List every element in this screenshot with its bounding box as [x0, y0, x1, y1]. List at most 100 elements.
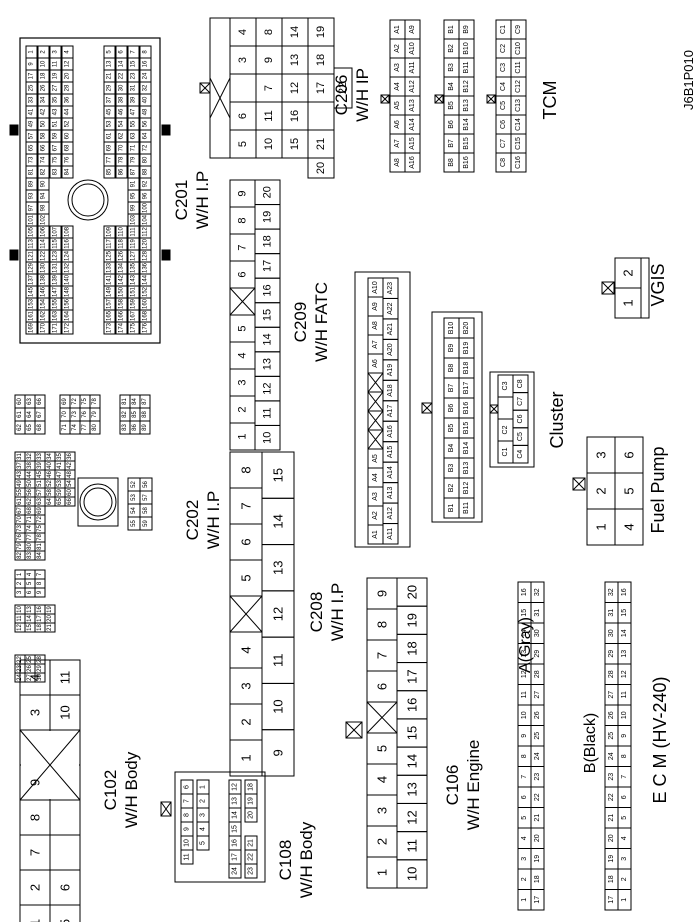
- pin-number: 81: [37, 543, 43, 550]
- pin-number: 3: [200, 813, 207, 817]
- c108-housing: [174, 771, 266, 883]
- pin-number: 16: [405, 698, 420, 712]
- pin-number: 81: [122, 398, 128, 405]
- pin-number: A6: [372, 359, 379, 368]
- pin-number: 13: [289, 54, 301, 66]
- mounting-tab: [161, 249, 171, 261]
- pin-number: 14: [232, 811, 239, 819]
- pin-number: 5: [622, 487, 637, 494]
- pin-number: A15: [387, 446, 394, 459]
- pin-number: 4: [28, 674, 43, 681]
- pin-number: A12: [387, 507, 394, 520]
- pin-number: 6: [27, 590, 33, 594]
- pin-number: 9: [184, 827, 191, 831]
- pin-number: C4: [500, 82, 507, 91]
- pin-number: 17: [534, 896, 541, 904]
- pin-number: 104: [143, 214, 149, 225]
- pin-number: 7: [621, 775, 628, 779]
- pin-number: 16: [37, 606, 43, 613]
- pin-number: 20: [65, 72, 71, 79]
- pin-number: 83: [53, 168, 59, 175]
- pin-number: 39: [131, 96, 137, 103]
- pin-number: 24: [17, 674, 23, 681]
- pin-number: B11: [463, 502, 470, 514]
- pin-number: 3: [521, 857, 528, 861]
- pin-number: 163: [53, 310, 59, 321]
- pin-number: 14: [27, 615, 33, 622]
- pin-number: 92: [143, 180, 149, 187]
- pin-number: 98: [41, 204, 47, 211]
- pin-number: 120: [143, 238, 149, 249]
- pin-number: 5: [239, 574, 254, 581]
- c201-pin: [115, 321, 128, 335]
- pin-number: 32: [534, 588, 541, 596]
- pin-number: 158: [119, 298, 125, 309]
- pin-number: 7: [184, 799, 191, 803]
- pin: [89, 420, 101, 435]
- pin-number: A3: [394, 63, 401, 72]
- pin-number: 29: [534, 650, 541, 658]
- pin-number: C3: [500, 63, 507, 72]
- pin-number: 59: [57, 489, 63, 496]
- pin-number: 23: [248, 867, 255, 875]
- pin-number: 12: [17, 624, 23, 631]
- blank-cavity-mark: [489, 404, 499, 414]
- pin-number: A2: [394, 44, 401, 53]
- pin-number: C12: [515, 80, 522, 93]
- pin-number: 12: [289, 82, 301, 94]
- pin-number: 9: [29, 62, 35, 66]
- pin-cell: [512, 444, 529, 464]
- pin-number: 71: [27, 516, 33, 523]
- pin-cell: [396, 859, 428, 889]
- pin-number: 15: [27, 624, 33, 631]
- pin-number: 83: [27, 552, 33, 559]
- pin-number: 7: [521, 775, 528, 779]
- pin-number: 73: [29, 156, 35, 163]
- pin-number: 127: [131, 250, 137, 261]
- pin-number: 15: [621, 609, 628, 617]
- pin-number: 131: [53, 262, 59, 273]
- pin-number: 5: [375, 745, 390, 752]
- pin-number: A16: [387, 425, 394, 438]
- pin-number: 27: [608, 691, 615, 699]
- pin-number: 77: [107, 156, 113, 163]
- pin-number: 32: [143, 84, 149, 91]
- pin-cell: [614, 508, 644, 546]
- page-code: J6B1P010: [681, 50, 696, 110]
- pin-number: 1: [594, 523, 609, 530]
- pin-number: 76: [65, 156, 71, 163]
- pin-number: 21: [248, 839, 255, 847]
- pin-number: 160: [143, 298, 149, 309]
- pin-number: 1: [237, 433, 249, 439]
- pin-number: A17: [387, 405, 394, 418]
- c201-pin: [103, 165, 116, 179]
- pin-number: 108: [65, 226, 71, 237]
- pin-number: A8: [394, 158, 401, 167]
- pin-number: 68: [65, 144, 71, 151]
- pin-number: B5: [448, 424, 455, 433]
- c206-extra: [333, 67, 353, 109]
- pin-number: B11: [463, 61, 470, 73]
- pin-number: 164: [65, 310, 71, 321]
- c201-pin: [61, 165, 74, 179]
- pin-number: 169: [29, 322, 35, 333]
- pin-number: A7: [372, 340, 379, 349]
- pin-number: 130: [41, 262, 47, 273]
- pin-number: 19: [262, 211, 274, 223]
- blank-cavity-mark: [572, 477, 586, 491]
- pin-number: 74: [41, 156, 47, 163]
- pin-number: 1: [375, 869, 390, 876]
- pin-number: 3: [237, 57, 249, 63]
- pin-number: C10: [515, 42, 522, 55]
- pin-number: 37: [17, 462, 23, 469]
- pin-cell: [458, 497, 475, 519]
- pin-number: 103: [131, 214, 137, 225]
- c108-pin: [196, 835, 210, 851]
- pin-number: C16: [515, 156, 522, 169]
- pin-number: 8: [521, 754, 528, 758]
- c201-pin: [25, 321, 38, 335]
- pin-number: 50: [41, 120, 47, 127]
- pin-number: A1: [394, 25, 401, 34]
- pin-number: 23: [17, 665, 23, 672]
- pin-number: 34: [41, 96, 47, 103]
